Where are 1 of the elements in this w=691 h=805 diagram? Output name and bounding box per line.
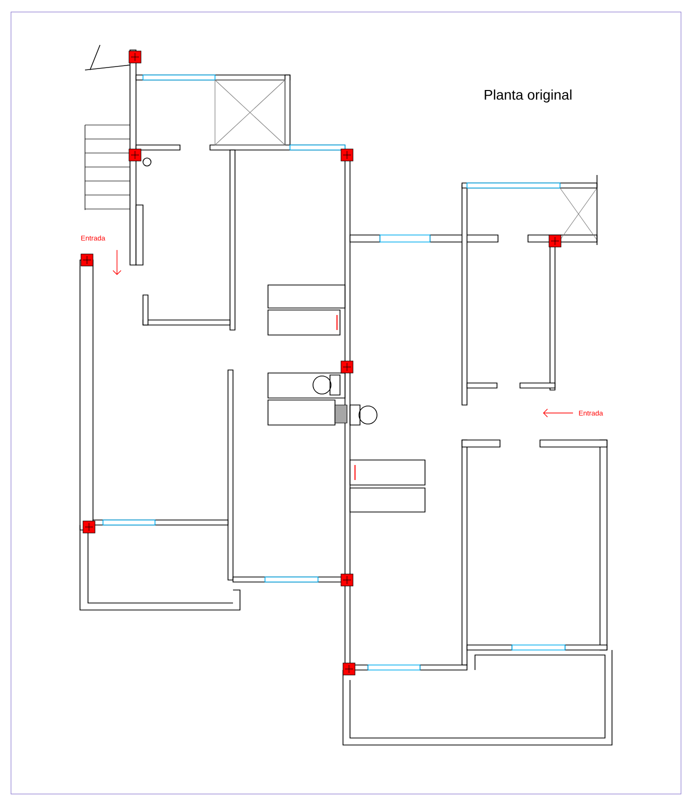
plan-title: Planta original [484,89,572,103]
